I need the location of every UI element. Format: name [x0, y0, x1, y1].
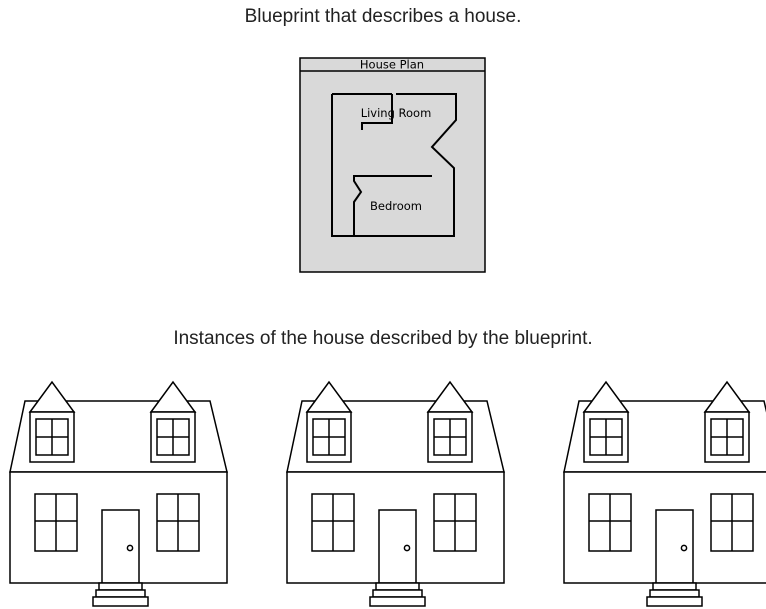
blueprint-title: House Plan: [360, 58, 424, 72]
wall-bedroom-partition: [353, 175, 432, 236]
blueprint-caption: Blueprint that describes a house.: [244, 6, 522, 27]
house-instance-2: [286, 381, 505, 607]
bedroom-label: Bedroom: [370, 199, 422, 213]
blueprint-drawing: House Plan Living Room Bedroom: [299, 57, 486, 273]
blueprint-diagram: House Plan Living Room Bedroom: [299, 57, 486, 273]
living-room-label: Living Room: [361, 106, 432, 120]
house-instance-1: [9, 381, 228, 607]
blueprint-sheet: [299, 57, 486, 273]
house-instances-drawing: [9, 381, 766, 607]
instances-caption: Instances of the house described by the …: [173, 328, 593, 349]
house-instances: [0, 376, 766, 609]
wall-living-room-partition: [361, 94, 393, 130]
wall-outer-left: [331, 94, 354, 237]
wall-outer-right: [354, 93, 457, 237]
house-instance-3: [563, 381, 766, 607]
